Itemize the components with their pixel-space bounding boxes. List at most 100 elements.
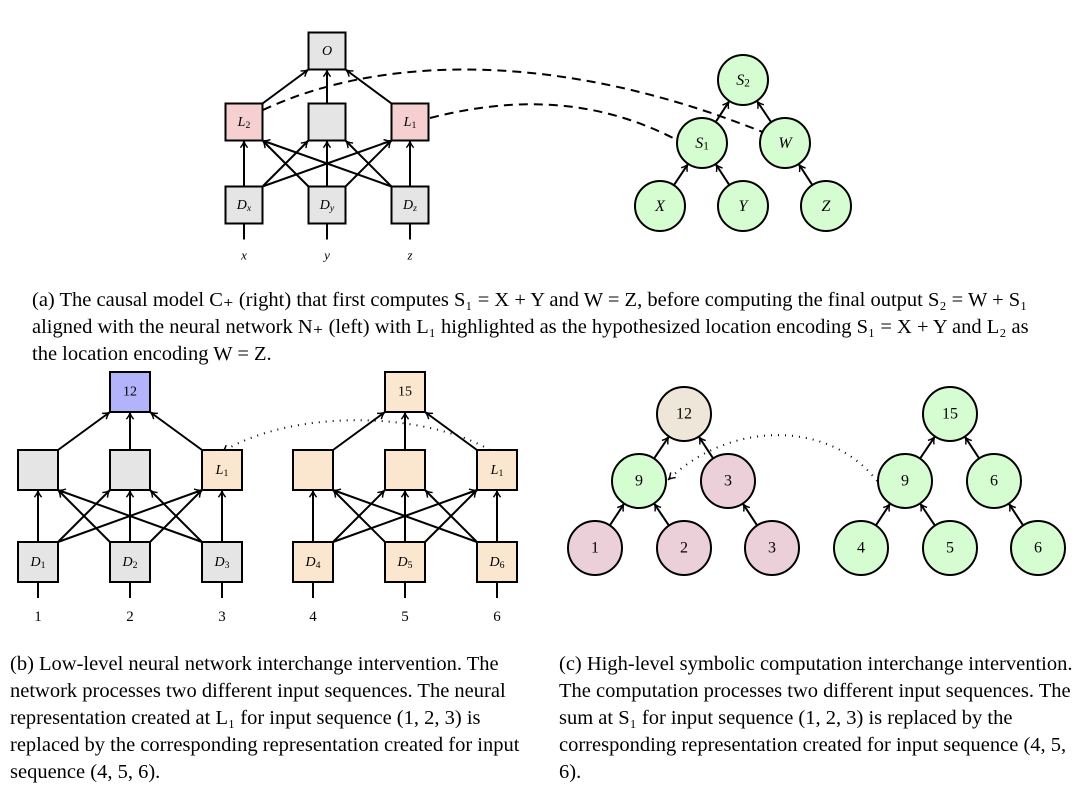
b-net1-edge-in2-h1 (149, 489, 203, 543)
a-net-hidden-node-1-box (307, 102, 347, 142)
c-tree2-root-node-label: 15 (942, 406, 958, 423)
a-net-output-node-label: O (322, 44, 332, 59)
b-net1-edge-h0-out (57, 411, 111, 451)
b-net1-input-value-2: 3 (218, 609, 226, 625)
b-net2-output-node-label: 15 (398, 385, 412, 400)
c-tree2-middle-node-0-label: 9 (901, 473, 909, 490)
b-net2-hidden-node-1 (384, 449, 426, 491)
b-net1-input-node-2-label: D3 (213, 555, 229, 571)
b-net2-edge-in2-h0 (332, 488, 478, 543)
caption-a: (a) The causal model C₊ (right) that fir… (32, 289, 1029, 365)
b-net1-hidden-node-2-label: L1 (215, 463, 229, 479)
a-causal-root-node-circle (717, 54, 769, 106)
a-net-hidden-node-1 (307, 102, 347, 142)
b-net2-edge-h2-out (424, 411, 478, 451)
b-net1-hidden-node-0 (17, 449, 59, 491)
c-dotted-intervention (667, 434, 878, 482)
a-net-input-value-0: x (240, 248, 247, 263)
c-tree1-middle-node-0-label: 9 (635, 473, 643, 490)
b-net1-input-node-0-box (17, 541, 59, 583)
b-net1-edge-in1-h0 (57, 489, 111, 543)
b-net2-output-node-box (384, 371, 426, 413)
b-net2-input-value-1: 5 (401, 609, 409, 625)
caption-b: (b) Low-level neural network interchange… (10, 653, 520, 783)
a-dashed-link-L2-W (262, 68, 766, 134)
a-causal-edge-l0-m0 (673, 163, 689, 186)
c-tree1-leaf-node-2: 3 (744, 520, 800, 576)
b-net2-input-node-1-box (384, 541, 426, 583)
c-tree1-leaf-node-0-label: 1 (591, 540, 599, 557)
c-tree1-middle-node-1-label: 3 (724, 473, 732, 490)
b-net2-input-node-0: D4 (292, 541, 334, 583)
a-net-input-node-0-label: Dx (236, 198, 252, 214)
c-tree1-middle-node-1: 3 (700, 453, 756, 509)
a-causal-root-node-label: S2 (736, 72, 750, 90)
b-net1-output-node-box (109, 371, 151, 413)
a-net-hidden-node-2-label: L1 (403, 115, 417, 131)
a-causal-middle-node-1-label: W (778, 135, 793, 152)
c-tree2-leaf-node-0: 4 (833, 520, 889, 576)
b-net2-input-node-2: D6 (476, 541, 518, 583)
c-tree1-edge-m1-root (697, 436, 715, 459)
c-tree1-edge-l1-m0 (653, 502, 670, 527)
c-tree1-leaf-node-1: 2 (656, 520, 712, 576)
b-net1-hidden-node-1-box (109, 449, 151, 491)
b-net1-edge-h2-out (149, 411, 203, 451)
c-tree1-leaf-node-2-circle (744, 520, 800, 576)
a-causal-leaf-node-0: X (634, 180, 686, 232)
a-causal-edge-l2-m1 (797, 163, 814, 186)
b-net2-hidden-node-2: L1 (476, 449, 518, 491)
a-causal-leaf-node-2-circle (800, 180, 852, 232)
b-net2-input-value-2: 6 (493, 609, 501, 625)
a-net-input-node-1: Dy (307, 185, 347, 225)
a-causal-leaf-node-0-circle (634, 180, 686, 232)
b-net1-input-node-1-label: D2 (121, 555, 137, 571)
c-tree2-middle-node-1-circle (966, 453, 1022, 509)
c-tree1-middle-node-0-circle (611, 453, 667, 509)
b-net1-hidden-node-2-box (201, 449, 243, 491)
a-net-input-node-1-box (307, 185, 347, 225)
a-causal-middle-node-0-label: S1 (695, 135, 709, 153)
b-net2-hidden-node-0-box (292, 449, 334, 491)
a-dashed-link-L1-S1 (429, 103, 678, 141)
a-net-output-node-box (307, 31, 347, 71)
a-causal-edge-m1-root (756, 100, 772, 123)
b-net1-hidden-node-1 (109, 449, 151, 491)
c-tree2-middle-node-0-circle (877, 453, 933, 509)
a-net-edge-in2-h0 (262, 138, 392, 188)
b-net1-input-value-0: 1 (34, 609, 42, 625)
c-tree2-edge-l2-m1 (1007, 503, 1025, 526)
b-net2-hidden-node-1-box (384, 449, 426, 491)
c-tree2-leaf-node-1-circle (922, 520, 978, 576)
a-net-input-node-2-box (390, 185, 430, 225)
b-net2-input-value-0: 4 (309, 609, 317, 625)
c-tree2-middle-node-1: 6 (966, 453, 1022, 509)
c-tree2-middle-node-0: 9 (877, 453, 933, 509)
a-causal-middle-node-1-circle (759, 117, 811, 169)
c-tree1-leaf-node-1-circle (656, 520, 712, 576)
b-net1-input-node-0-label: D1 (29, 555, 45, 571)
a-net-input-node-2-label: Dz (402, 198, 417, 214)
a-causal-edge-m0-root (714, 100, 731, 123)
b-net1-input-value-1: 2 (126, 609, 134, 625)
intervention-links-layer (221, 68, 878, 482)
b-net2-input-node-0-label: D4 (304, 555, 320, 571)
c-tree1-leaf-node-1-label: 2 (680, 540, 688, 557)
a-net-edge-h2-out (344, 68, 393, 105)
a-net-hidden-node-0-label: L2 (237, 115, 251, 131)
c-tree2-leaf-node-1: 5 (922, 520, 978, 576)
b-net2-hidden-node-2-label: L1 (490, 463, 504, 479)
a-causal-leaf-node-0-label: X (654, 198, 666, 215)
c-tree1-leaf-node-0-circle (567, 520, 623, 576)
a-net-hidden-node-0-box (224, 102, 264, 142)
a-net-output-node: O (307, 31, 347, 71)
c-tree1-root-node: 12 (656, 386, 712, 442)
b-net2-input-node-2-label: D6 (488, 555, 504, 571)
a-net-hidden-node-2: L1 (390, 102, 430, 142)
c-tree1-middle-node-1-circle (700, 453, 756, 509)
c-tree1-edge-m0-root (653, 435, 670, 460)
c-tree1-root-node-circle (656, 386, 712, 442)
a-net-input-node-0-box (224, 185, 264, 225)
b-net2-edge-in1-h0 (332, 489, 386, 543)
